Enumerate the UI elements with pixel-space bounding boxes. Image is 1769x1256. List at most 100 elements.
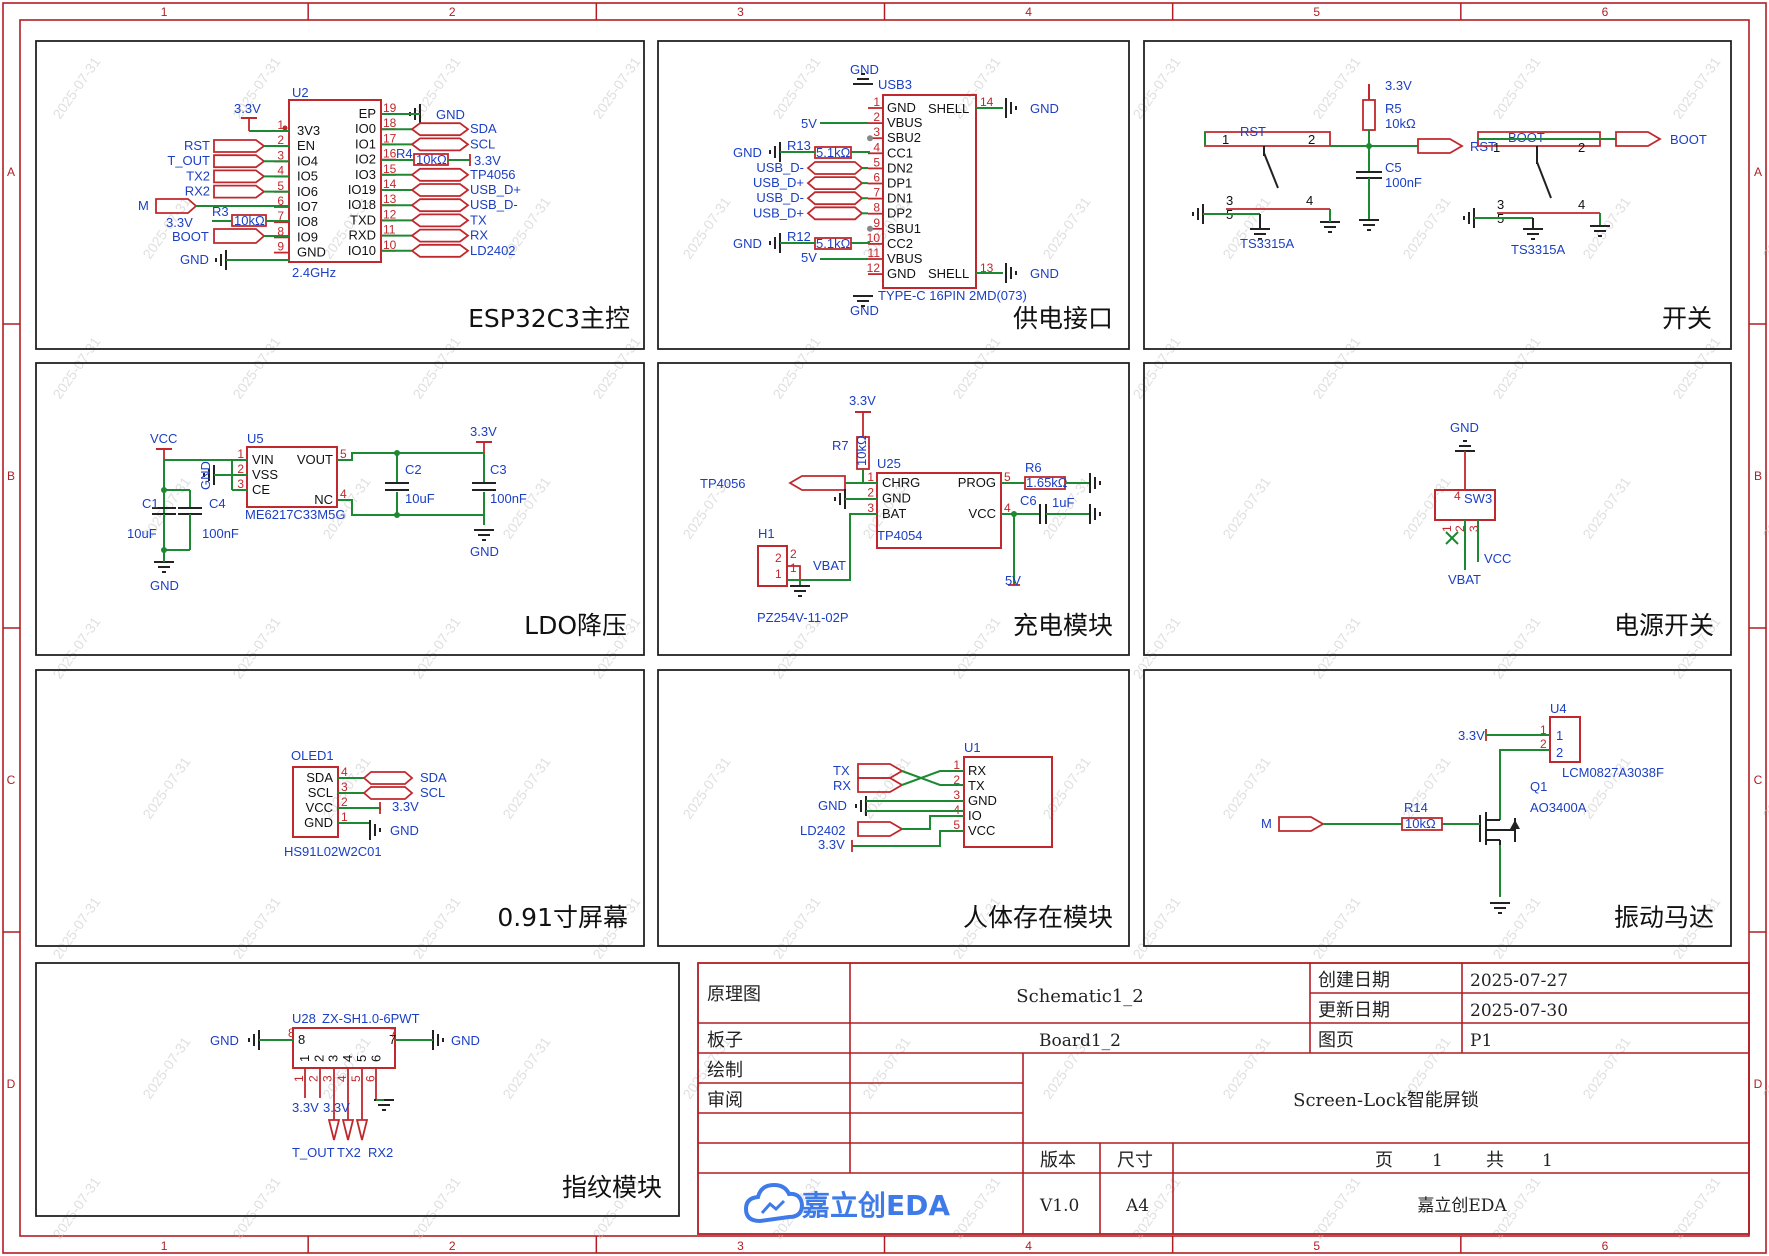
- rst-p2: 2: [1308, 132, 1315, 147]
- tb-total-label: 共: [1486, 1150, 1504, 1171]
- motor-p2-in: 2: [1556, 745, 1563, 760]
- tb-board: Board1_2: [1039, 1031, 1121, 1051]
- c4-label: C4: [209, 496, 226, 511]
- tb-sheet-label: 图页: [1318, 1030, 1354, 1051]
- pin-number: 19: [383, 101, 397, 115]
- pin-number: 6: [277, 194, 284, 208]
- esp32-pwr: 3.3V: [234, 101, 261, 116]
- net-label: USB_D+: [470, 182, 521, 197]
- tb-schematic-label: 原理图: [707, 984, 761, 1005]
- watermark-text: 2025-07-31: [679, 194, 733, 262]
- net-flag: [362, 786, 414, 800]
- sw3-gnd: GND: [1450, 420, 1479, 435]
- pin-name: IO3: [355, 167, 376, 182]
- ruler-col-top: 2: [449, 5, 456, 19]
- ruler-col-bottom: 6: [1602, 1239, 1609, 1253]
- watermark-text: 2025-07-31: [589, 54, 643, 122]
- pin-name: SBU1: [887, 221, 921, 236]
- ruler-row-left: C: [7, 773, 16, 787]
- net-flag: [806, 161, 864, 175]
- c3-value: 100nF: [490, 491, 527, 506]
- esp32-boot-net: BOOT: [172, 229, 209, 244]
- watermark-text: 2025-07-31: [769, 894, 823, 962]
- pin-name: 1: [297, 1055, 312, 1062]
- jlc-logo-text: 嘉立创EDA: [802, 1189, 950, 1222]
- ruler-col-top: 1: [161, 5, 168, 19]
- tb-created: 2025-07-27: [1470, 971, 1568, 991]
- pin-number: 11: [868, 246, 881, 260]
- charge-vbat: VBAT: [813, 558, 846, 573]
- charge-ref: U25: [877, 456, 901, 471]
- usb-shell-bot: SHELL: [928, 266, 969, 281]
- net-flag: [806, 191, 864, 206]
- boot-p3: 3: [1497, 197, 1504, 212]
- pin-number: 16: [383, 147, 397, 161]
- r12-value: 5.1kΩ: [816, 236, 851, 251]
- ruler-col-top: 4: [1025, 5, 1032, 19]
- pin-name: 3: [326, 1055, 341, 1062]
- panel-borders: [35, 40, 1732, 1217]
- usb-ref: USB3: [878, 77, 912, 92]
- sw3-p2: 2: [1453, 525, 1467, 532]
- ruler-col-bottom: 3: [737, 1239, 744, 1253]
- net-label: USB_D-: [470, 197, 518, 212]
- ruler-col-bottom: 2: [449, 1239, 456, 1253]
- oled-title: 0.91寸屏幕: [497, 903, 628, 932]
- watermark-text: 2025-07-31: [139, 1034, 193, 1102]
- pin-name: IO18: [348, 197, 376, 212]
- presence-title: 人体存在模块: [963, 903, 1113, 932]
- pin-name: 6: [369, 1055, 384, 1062]
- pin-number: 12: [383, 207, 397, 221]
- finger-title: 指纹模块: [562, 1173, 662, 1202]
- net-label: SCL: [420, 785, 445, 800]
- ruler-col-top: 6: [1602, 5, 1609, 19]
- pin-number: 5: [277, 179, 284, 193]
- q1-value: AO3400A: [1530, 800, 1587, 815]
- usb-gnd-r13: GND: [733, 145, 762, 160]
- usb-connector: [882, 94, 977, 289]
- pin-number: 5: [1004, 470, 1011, 484]
- pin-name: IO6: [297, 184, 318, 199]
- tb-project: Screen-Lock智能屏锁: [1293, 1090, 1479, 1111]
- watermark-text: 2025-07-31: [1759, 474, 1769, 542]
- r6-label: R6: [1025, 460, 1042, 475]
- usb-gnd-bot: GND: [850, 303, 879, 318]
- sw3-vbat: VBAT: [1448, 572, 1481, 587]
- h1-p2: 2: [775, 551, 782, 565]
- charge-tp-net: TP4056: [700, 476, 746, 491]
- ldo-title: LDO降压: [524, 611, 627, 640]
- ldo-value: ME6217C33M5G: [245, 507, 345, 522]
- pin-name: VCC: [306, 800, 333, 815]
- tb-board-label: 板子: [707, 1030, 743, 1051]
- watermark-text: 2025-07-31: [589, 334, 643, 402]
- presence-3v3-net: 3.3V: [818, 837, 845, 852]
- boot-p1: 1: [1493, 140, 1500, 155]
- c5-label: C5: [1385, 160, 1402, 175]
- tb-version-label: 版本: [1040, 1150, 1076, 1171]
- pin-name: IO5: [297, 169, 318, 184]
- pin-name: EN: [297, 138, 315, 153]
- net-label: LD2402: [470, 243, 516, 258]
- tb-version: V1.0: [1039, 1196, 1079, 1216]
- pin-number: 3: [341, 780, 348, 794]
- net-flag: [213, 139, 266, 153]
- pin-number: 7: [873, 186, 880, 200]
- watermark-text: 2025-07-31: [1129, 54, 1183, 122]
- pin-number: 5: [953, 818, 960, 832]
- tb-page: 1: [1432, 1151, 1443, 1171]
- watermark-text: 2025-07-31: [1669, 54, 1723, 122]
- watermark-text: 2025-07-31: [49, 1174, 103, 1242]
- pin-number: 3: [237, 477, 244, 491]
- boot-p4: 4: [1578, 197, 1585, 212]
- watermark-text: 2025-07-31: [1219, 754, 1273, 822]
- pin-number: 1: [292, 1075, 306, 1082]
- pin-name: 3V3: [297, 123, 320, 138]
- pin-number: 2: [306, 1075, 320, 1082]
- r5-value: 10kΩ: [1385, 116, 1416, 131]
- pin-name: GND: [304, 815, 333, 830]
- watermark-text: 2025-07-31: [1579, 474, 1633, 542]
